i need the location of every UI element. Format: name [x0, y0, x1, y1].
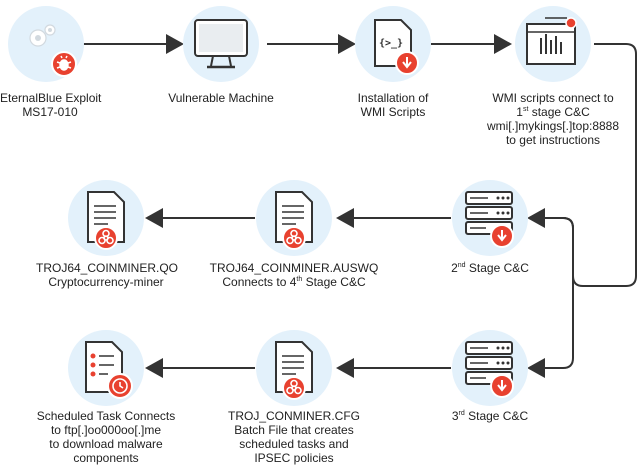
caption-superscript: nd [457, 262, 466, 269]
biohazard-document-icon [87, 191, 125, 250]
caption-line: TROJ64_COINMINER.QO [36, 261, 179, 275]
caption-line: Connects to 4th Stage C&C [209, 275, 379, 289]
caption-wmi-connect: WMI scripts connect to 1st stage C&C wmi… [468, 91, 638, 147]
caption-superscript: st [522, 106, 529, 113]
checklist-clock-icon [85, 341, 133, 399]
caption-line: Cryptocurrency-miner [48, 275, 164, 289]
node-wmi-install: {>_} [355, 6, 431, 82]
caption-line: TROJ_CONMINER.CFG [228, 409, 360, 423]
caption-line: TROJ64_COINMINER.AUSWQ [209, 261, 379, 275]
biohazard-document-icon [275, 191, 313, 250]
node-auswq [256, 180, 332, 256]
caption-machine: Vulnerable Machine [160, 91, 282, 105]
caption-line: Vulnerable Machine [168, 91, 274, 105]
caption-text: stage C&C [528, 105, 590, 119]
node-qo [68, 180, 144, 256]
caption-text: Stage C&C [302, 275, 366, 289]
caption-qo: TROJ64_COINMINER.QO Cryptocurrency-miner [36, 261, 179, 289]
caption-line: to ftp[.]oo000oo[.]me [50, 423, 162, 437]
caption-line: 1st stage C&C [468, 105, 638, 119]
caption-text: 3 [451, 409, 459, 423]
caption-line: MS17-010 [22, 105, 78, 119]
node-machine [183, 6, 259, 82]
caption-line: to download malware [49, 437, 163, 451]
script-download-icon: {>_} [374, 19, 419, 75]
node-cfg [256, 330, 332, 406]
caption-stage2: 2nd Stage C&C [430, 261, 550, 275]
caption-cfg: TROJ_CONMINER.CFG Batch File that create… [219, 409, 369, 465]
caption-line: Batch File that creates [234, 423, 354, 437]
caption-line: 3rd Stage C&C [430, 409, 550, 423]
caption-line: Installation of [357, 91, 429, 105]
caption-line: components [73, 451, 139, 465]
caption-line: 2nd Stage C&C [430, 261, 550, 275]
caption-exploit: EternalBlue Exploit MS17-010 [0, 91, 102, 119]
caption-task: Scheduled Task Connects to ftp[.]oo000oo… [26, 409, 186, 465]
node-task [68, 330, 144, 406]
caption-line: Scheduled Task Connects [36, 409, 176, 423]
caption-line: WMI scripts connect to [492, 91, 614, 105]
node-stage3 [452, 330, 528, 406]
caption-text: Stage C&C [464, 409, 529, 423]
svg-text:{>_}: {>_} [379, 38, 403, 49]
biohazard-document-icon [275, 341, 313, 400]
node-exploit [8, 6, 84, 82]
caption-line: scheduled tasks and [239, 437, 349, 451]
caption-line: EternalBlue Exploit [0, 91, 102, 105]
arrow-stage2-to-stage3 [527, 217, 574, 378]
caption-text: Stage C&C [465, 261, 529, 275]
caption-line: to get instructions [505, 133, 601, 147]
caption-line: WMI Scripts [360, 105, 426, 119]
caption-text: 1 [516, 105, 523, 119]
node-stage2 [452, 180, 528, 256]
caption-superscript: th [296, 276, 303, 283]
node-wmi-connect [515, 6, 591, 82]
caption-superscript: rd [458, 410, 465, 417]
server-download-icon [465, 341, 514, 398]
monitor-icon [194, 19, 248, 69]
caption-line: IPSEC policies [254, 451, 334, 465]
caption-line: wmi[.]mykings[.]top:8888 [486, 119, 620, 133]
caption-text: Connects to 4 [222, 275, 297, 289]
terminal-icon [526, 17, 577, 65]
server-download-icon [465, 191, 514, 248]
caption-stage3: 3rd Stage C&C [430, 409, 550, 423]
gear-bug-icon [29, 24, 77, 77]
caption-wmi-install: Installation of WMI Scripts [338, 91, 448, 119]
caption-auswq: TROJ64_COINMINER.AUSWQ Connects to 4th S… [209, 261, 379, 289]
caption-text: 2 [451, 261, 458, 275]
